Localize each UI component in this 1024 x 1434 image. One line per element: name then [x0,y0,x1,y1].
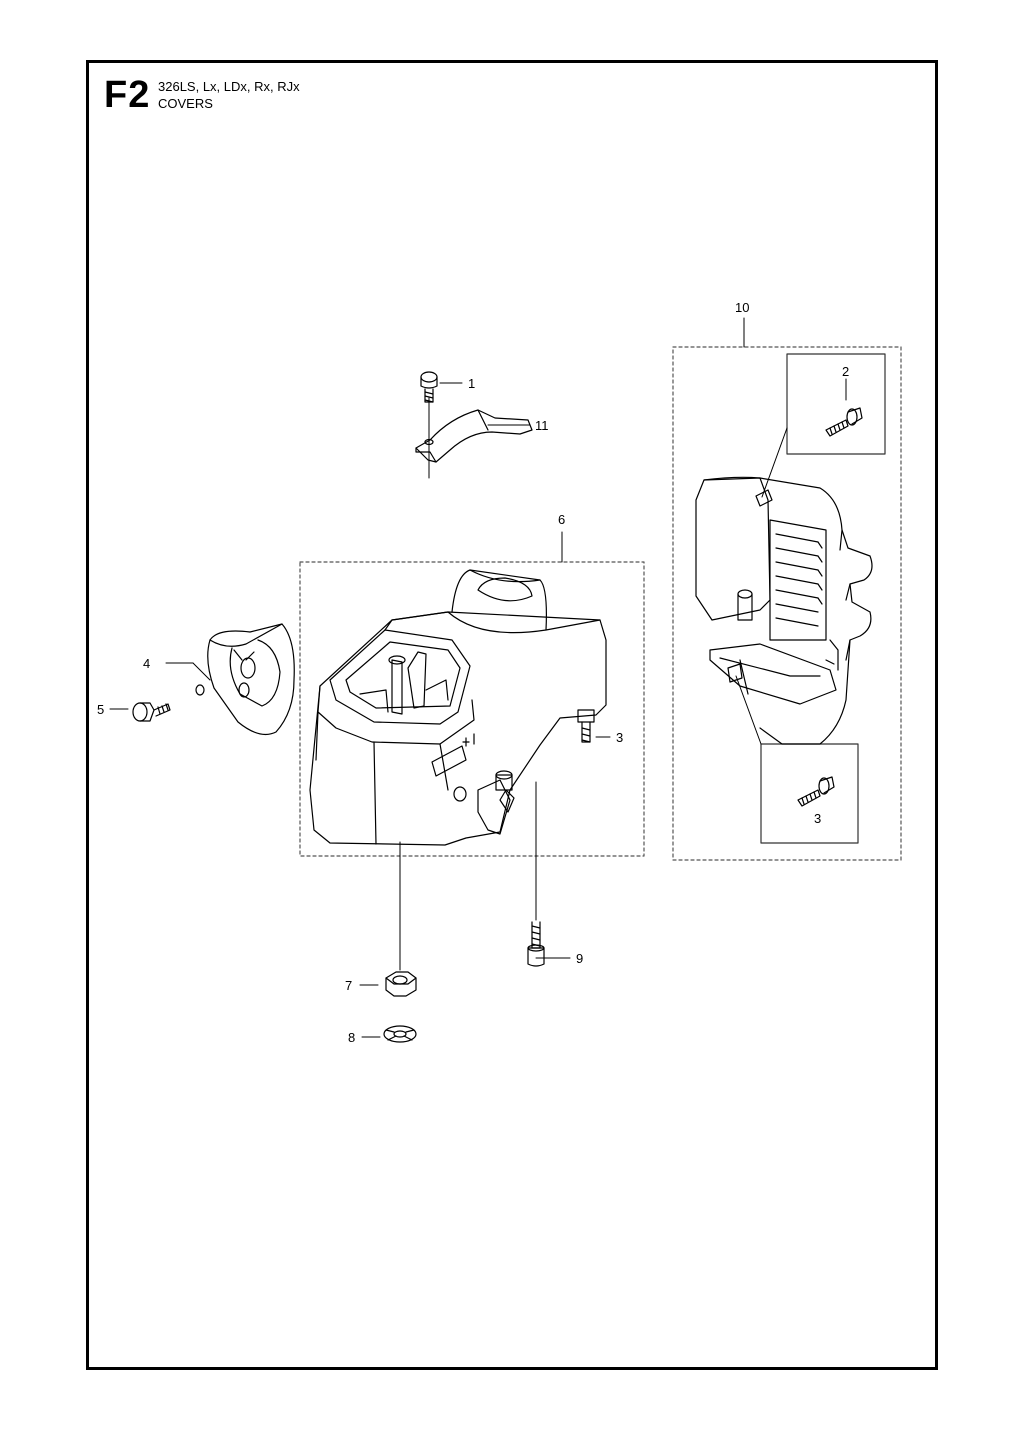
callout-5: 5 [97,702,104,717]
callout-11: 11 [535,418,549,433]
callout-3-cover: 3 [616,730,623,745]
assembly-box-10 [672,346,902,861]
callout-1: 1 [468,376,475,391]
detail-box-screw-3 [760,743,859,844]
part-5-screw [132,702,171,722]
part-1-screw [420,371,438,403]
detail-screw-3 [797,776,835,807]
detail-screw-2 [825,407,863,437]
diagram-code: F2 [104,74,151,116]
page-frame [86,60,938,1370]
callout-8: 8 [348,1030,355,1045]
callout-6: 6 [558,512,565,527]
section-title: COVERS [158,96,213,111]
leader-lines [109,317,847,1038]
part-4-side-cover [195,623,295,735]
callout-3-detail: 3 [814,811,821,826]
part-9-bolt [527,921,545,967]
part-10-muffler-cover [695,476,873,745]
part-8-washer [383,1025,417,1043]
callout-2: 2 [842,364,849,379]
model-list: 326LS, Lx, LDx, Rx, RJx [158,79,300,94]
callout-4: 4 [143,656,150,671]
part-11-cover-plate [415,409,533,463]
part-6-cylinder-cover [309,569,607,846]
callout-7: 7 [345,978,352,993]
detail-box-screw-2 [786,353,886,455]
part-7-nut [385,971,417,997]
callout-9: 9 [576,951,583,966]
assembly-box-6 [299,561,645,857]
callout-10: 10 [735,300,749,315]
